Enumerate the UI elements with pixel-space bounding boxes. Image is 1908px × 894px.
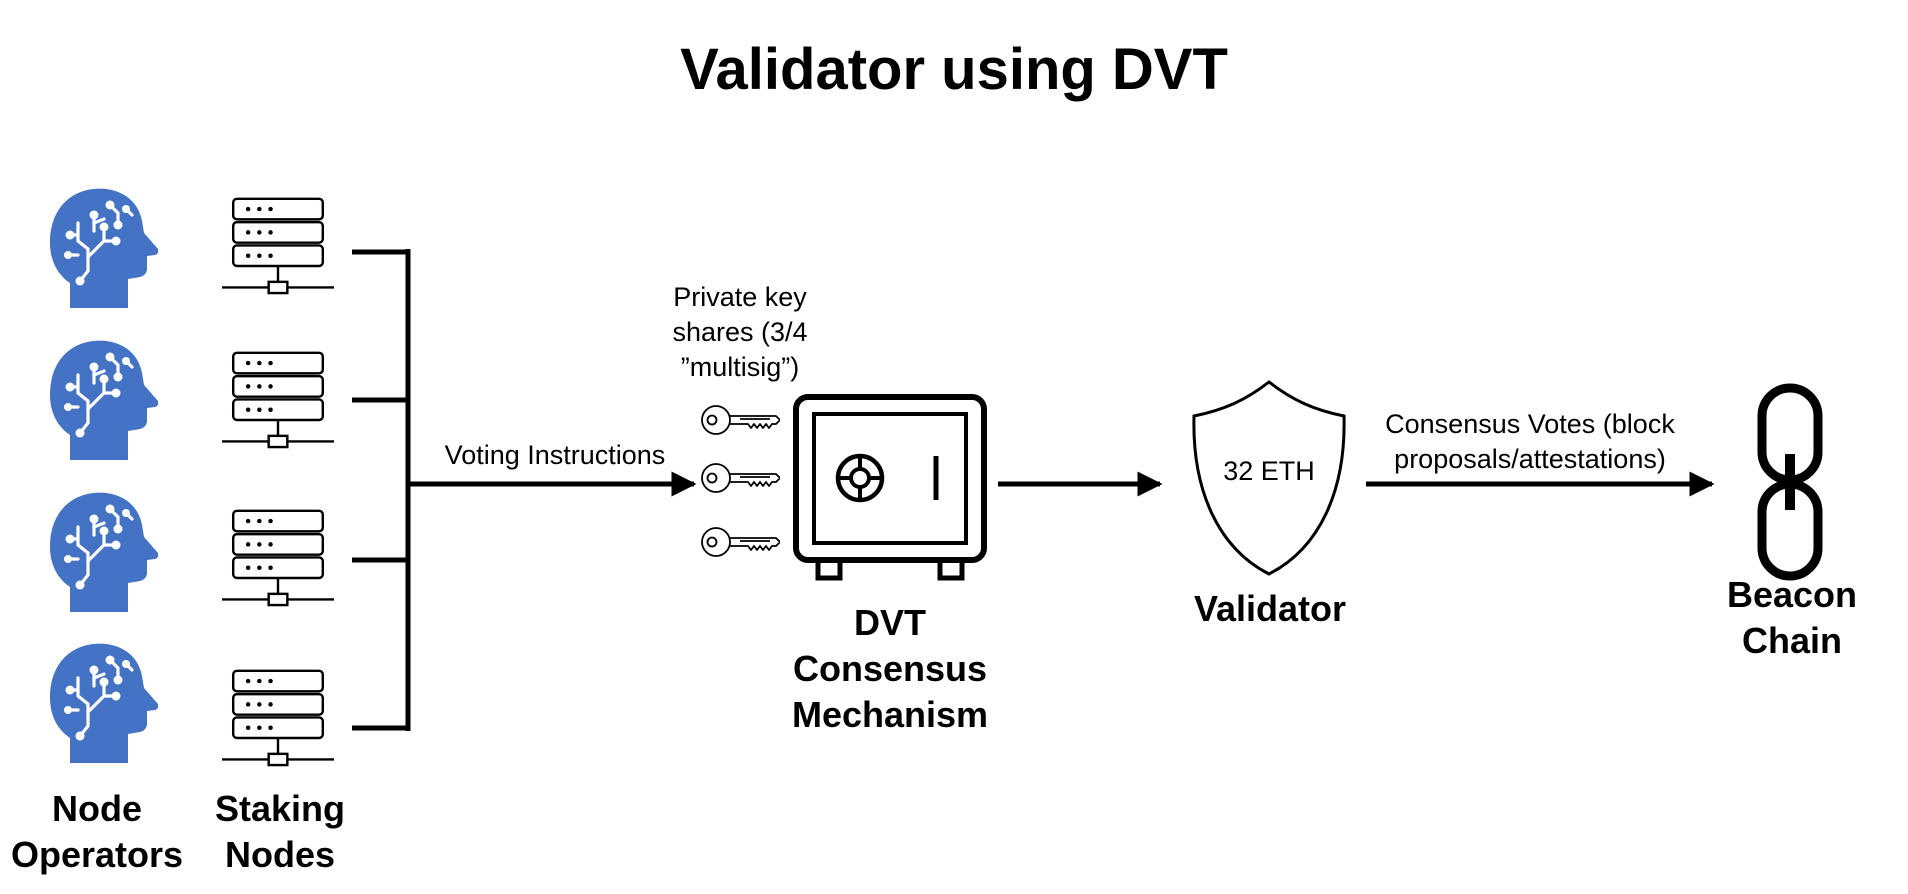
server-rack-icon xyxy=(222,509,334,607)
server-rack-icon xyxy=(222,351,334,449)
key-icon xyxy=(701,463,780,493)
node-connector-bracket xyxy=(352,249,411,731)
server-rack-icon xyxy=(222,669,334,767)
brain-head-icon xyxy=(48,490,158,612)
brain-head-icon xyxy=(48,641,158,763)
voting-instructions-label: Voting Instructions xyxy=(444,440,666,470)
node-operators-label: Node Operators xyxy=(10,788,184,876)
brain-head-icon xyxy=(48,186,158,308)
key-icon xyxy=(701,405,780,435)
staking-nodes-label: Staking Nodes xyxy=(214,788,346,876)
consensus-votes-label: Consensus Votes (block proposals/attesta… xyxy=(1385,409,1675,475)
shield-amount-label: 32 ETH xyxy=(1223,456,1315,486)
safe-vault-icon xyxy=(796,397,984,578)
brain-head-icon xyxy=(48,338,158,460)
page-title: Validator using DVT xyxy=(680,37,1228,102)
private-key-shares-label: Private key shares (3/4 ”multisig”) xyxy=(672,282,808,383)
dvt-consensus-mechanism-label: DVT Consensus Mechanism xyxy=(791,602,989,736)
key-icon xyxy=(701,527,780,557)
validator-label: Validator xyxy=(1193,588,1347,629)
server-rack-icon xyxy=(222,197,334,295)
beacon-chain-label: Beacon Chain xyxy=(1726,574,1858,662)
chain-link-icon xyxy=(1762,388,1818,576)
